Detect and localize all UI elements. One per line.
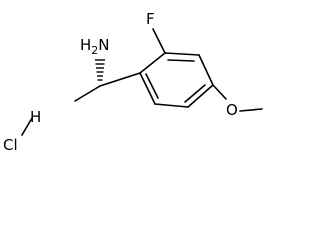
molecule-svg: H2N F O H Cl: [3, 10, 263, 154]
bond-methoxy-ch3: [239, 108, 263, 112]
benzene-ring: [139, 52, 214, 108]
hcl-cl-label: Cl: [3, 136, 18, 154]
bond-chiral-ring: [99, 72, 141, 87]
fluorine-label: F: [146, 10, 155, 28]
structure-diagram: H2N F O H Cl: [3, 10, 263, 154]
bond-methoxy-o: [212, 84, 227, 100]
amine-label: H2N: [80, 36, 110, 57]
hcl-h-label: H: [30, 108, 41, 126]
bond-fluorine: [152, 28, 166, 54]
oxygen-label: O: [226, 101, 238, 119]
hashed-wedge-bond: [95, 59, 105, 81]
bond-hcl: [21, 117, 33, 136]
bond-methyl: [74, 85, 101, 102]
